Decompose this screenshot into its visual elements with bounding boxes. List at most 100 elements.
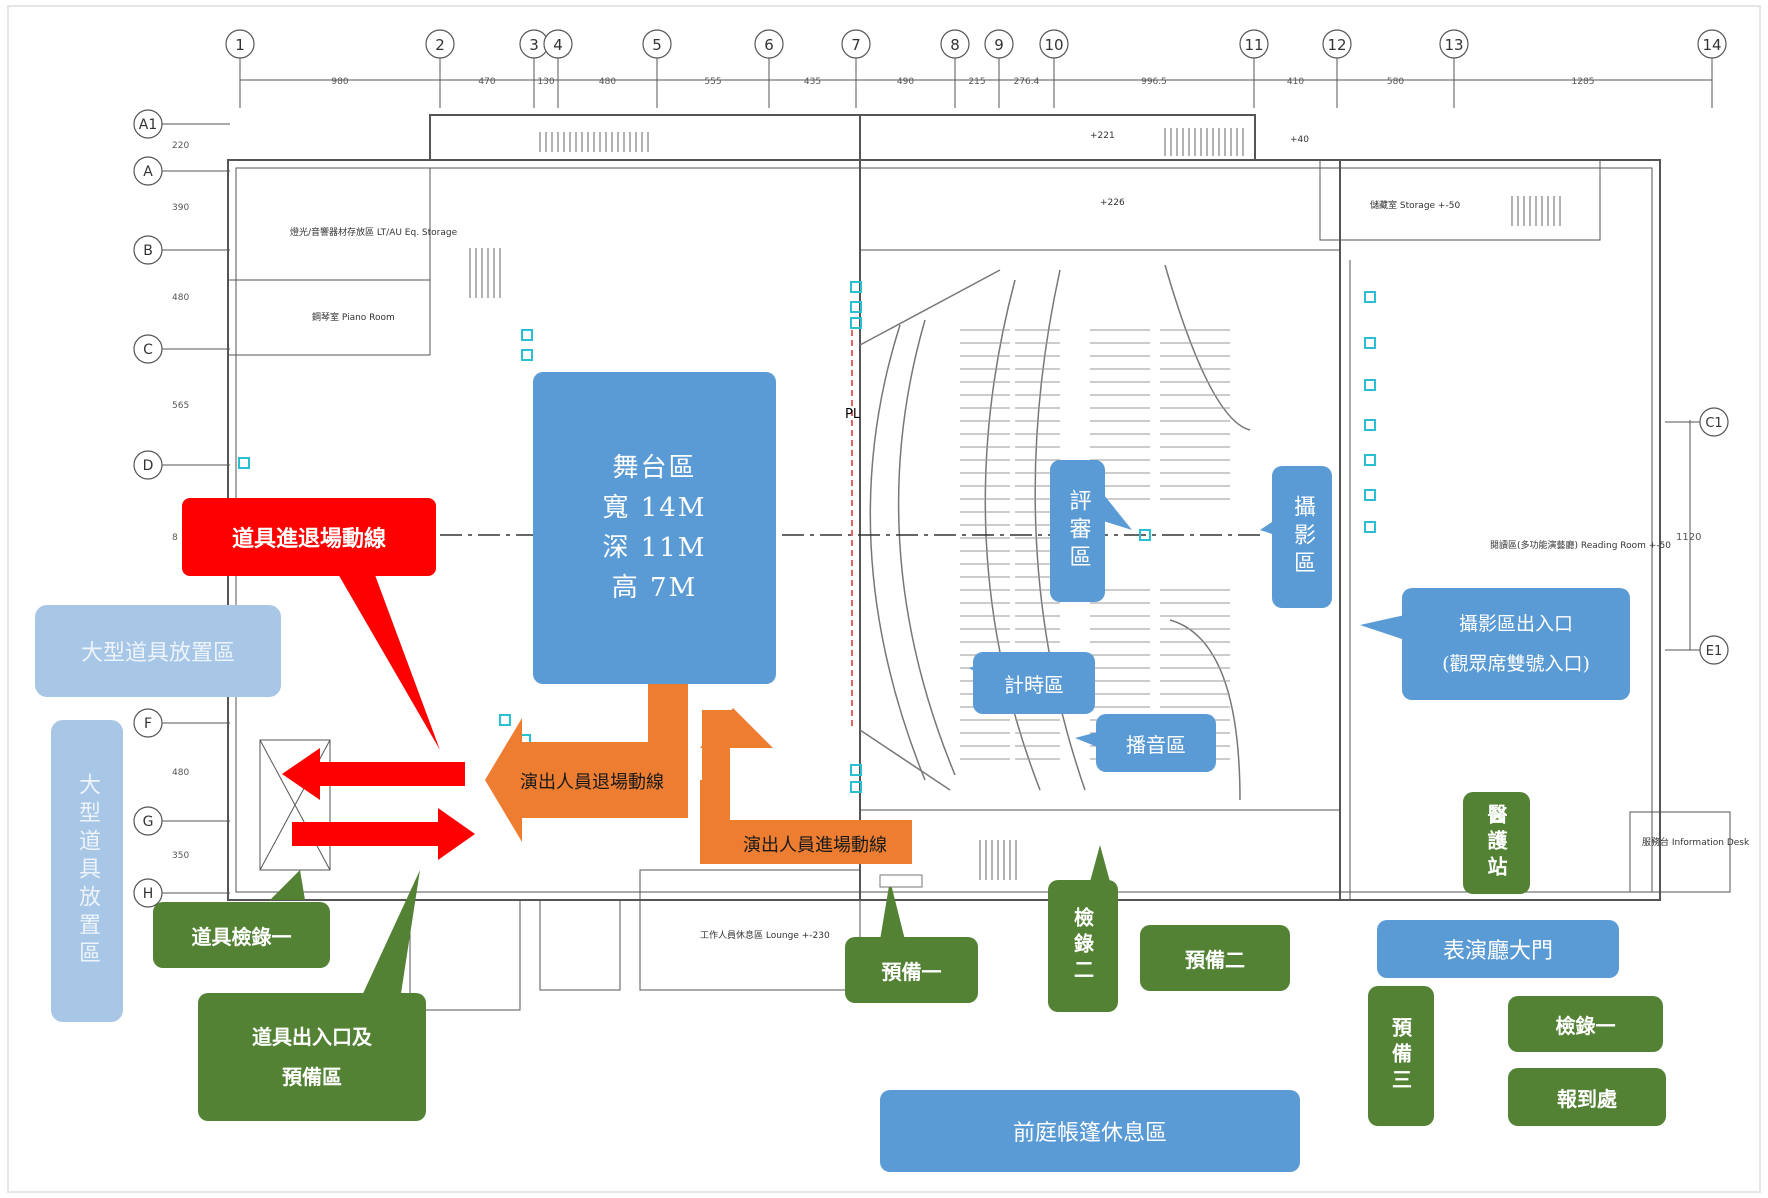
props-route-label: 道具進退場動線	[182, 498, 436, 576]
elev-221-label: +221	[1090, 131, 1115, 141]
seating-curve-2	[897, 319, 956, 776]
row-dim: 565	[172, 401, 189, 411]
seating-curve-1	[869, 324, 926, 781]
column-dim: 410	[1287, 77, 1304, 87]
lounge-room	[639, 869, 861, 991]
seating-curve-3	[984, 279, 1041, 791]
column-label: 3	[529, 36, 539, 54]
camera-exit-tail	[1360, 615, 1405, 640]
building-walls	[227, 114, 1731, 1011]
stair-room	[539, 899, 621, 991]
column-label: 5	[652, 36, 662, 54]
stage-area: 舞台區 寬 14M 深 11M 高 7M	[533, 372, 776, 684]
props-entry-tail	[360, 870, 420, 1000]
column-label: 4	[553, 36, 563, 54]
column-dim: 490	[897, 77, 914, 87]
cyan-marker	[1364, 489, 1376, 501]
column-dim: 580	[1387, 77, 1404, 87]
plan-texts: 燈光/音響器材存放區 LT/AU Eq. Storage 鋼琴室 Piano R…	[290, 131, 1750, 941]
column-dim: 1285	[1572, 77, 1595, 87]
column-dim: 555	[704, 77, 721, 87]
props-route-tail	[330, 560, 440, 750]
cyan-marker	[850, 281, 862, 293]
info-desk-room	[1629, 811, 1731, 893]
storage-right-label: 儲藏室 Storage +-50	[1370, 199, 1460, 211]
cyan-marker	[521, 329, 533, 341]
check2-label: 檢錄二	[1048, 880, 1118, 1012]
column-dim: 480	[599, 77, 616, 87]
props-entry-label: 道具出入口及 預備區	[198, 993, 426, 1121]
row-label: G	[143, 814, 154, 830]
right-marker-label: C1	[1705, 416, 1722, 431]
cyan-marker	[850, 317, 862, 329]
cyan-marker	[1364, 337, 1376, 349]
performer-arrows	[485, 658, 912, 864]
seating-edge-south	[859, 729, 951, 791]
column-dim: 276.4	[1014, 77, 1040, 87]
cyan-marker	[238, 457, 250, 469]
props-arrows	[282, 748, 475, 860]
column-label: 9	[994, 36, 1004, 54]
seating-aisle-south	[1169, 619, 1241, 801]
stair-hatching	[469, 128, 1561, 880]
column-label: 12	[1327, 36, 1346, 54]
column-dim: 435	[804, 77, 821, 87]
sound-area: 播音區	[1096, 714, 1216, 772]
camera-exit-area: 攝影區出入口 (觀眾席雙號入口)	[1402, 588, 1630, 700]
performer-enter-arrowhead	[700, 708, 773, 748]
row-label: B	[143, 243, 153, 259]
row-label: H	[143, 886, 154, 902]
seating-edge-north	[859, 269, 1001, 346]
performer-enter-label: 演出人員進場動線	[743, 835, 887, 856]
column-label: 2	[435, 36, 445, 54]
cyan-marker	[1364, 291, 1376, 303]
column-label: 13	[1444, 36, 1463, 54]
elev-40-label: +40	[1290, 135, 1309, 145]
timer-area: 計時區	[973, 652, 1095, 714]
cyan-marker	[850, 301, 862, 313]
piano-room-label: 鋼琴室 Piano Room	[312, 311, 395, 323]
info-desk-label: 服務台 Information Desk	[1642, 836, 1750, 848]
elev-226-label: +226	[1100, 198, 1125, 208]
column-label: 6	[764, 36, 774, 54]
row-dim: 480	[172, 768, 189, 778]
callout-tails	[270, 490, 1405, 1000]
props-storage-area: 大型道具放置區	[35, 605, 281, 697]
row-dim: 390	[172, 203, 189, 213]
props-check1-label: 道具檢錄一	[153, 902, 330, 968]
cyan-marker	[1364, 419, 1376, 431]
cyan-marker	[1364, 521, 1376, 533]
pl-label: PL	[845, 407, 861, 422]
lounge-label: 工作人員休息區 Lounge +-230	[700, 929, 830, 941]
row-label: F	[144, 716, 152, 732]
cyan-marker	[499, 714, 511, 726]
standby1-tail	[880, 880, 905, 940]
column-dim: 215	[968, 77, 985, 87]
performer-exit-arrow	[485, 658, 688, 842]
cyan-markers	[238, 281, 1376, 793]
column-label: 14	[1702, 36, 1721, 54]
cyan-marker	[850, 764, 862, 776]
row-dim: 350	[172, 851, 189, 861]
column-dim: 470	[478, 77, 495, 87]
cyan-marker	[850, 781, 862, 793]
registration-label: 報到處	[1508, 1068, 1666, 1126]
row-label: D	[143, 458, 154, 474]
reading-room-label: 閱讀區(多功能演藝廳) Reading Room +-50	[1490, 539, 1671, 551]
performer-enter-arrow	[700, 710, 912, 864]
right-marker-label: E1	[1706, 644, 1723, 659]
storage-room-label: 燈光/音響器材存放區 LT/AU Eq. Storage	[290, 226, 458, 238]
row-dim: 220	[172, 141, 189, 151]
props-check1-tail	[270, 870, 305, 900]
row-label: A	[143, 164, 153, 180]
camera-area: 攝影區	[1272, 466, 1332, 608]
right-dim-text: 1120	[1676, 532, 1701, 543]
storage-room-right	[1319, 159, 1601, 241]
door-marker	[879, 874, 923, 888]
north-wing-wall	[429, 114, 1256, 160]
column-dim: 996.5	[1141, 77, 1167, 87]
judges-area: 評審區	[1050, 460, 1105, 602]
